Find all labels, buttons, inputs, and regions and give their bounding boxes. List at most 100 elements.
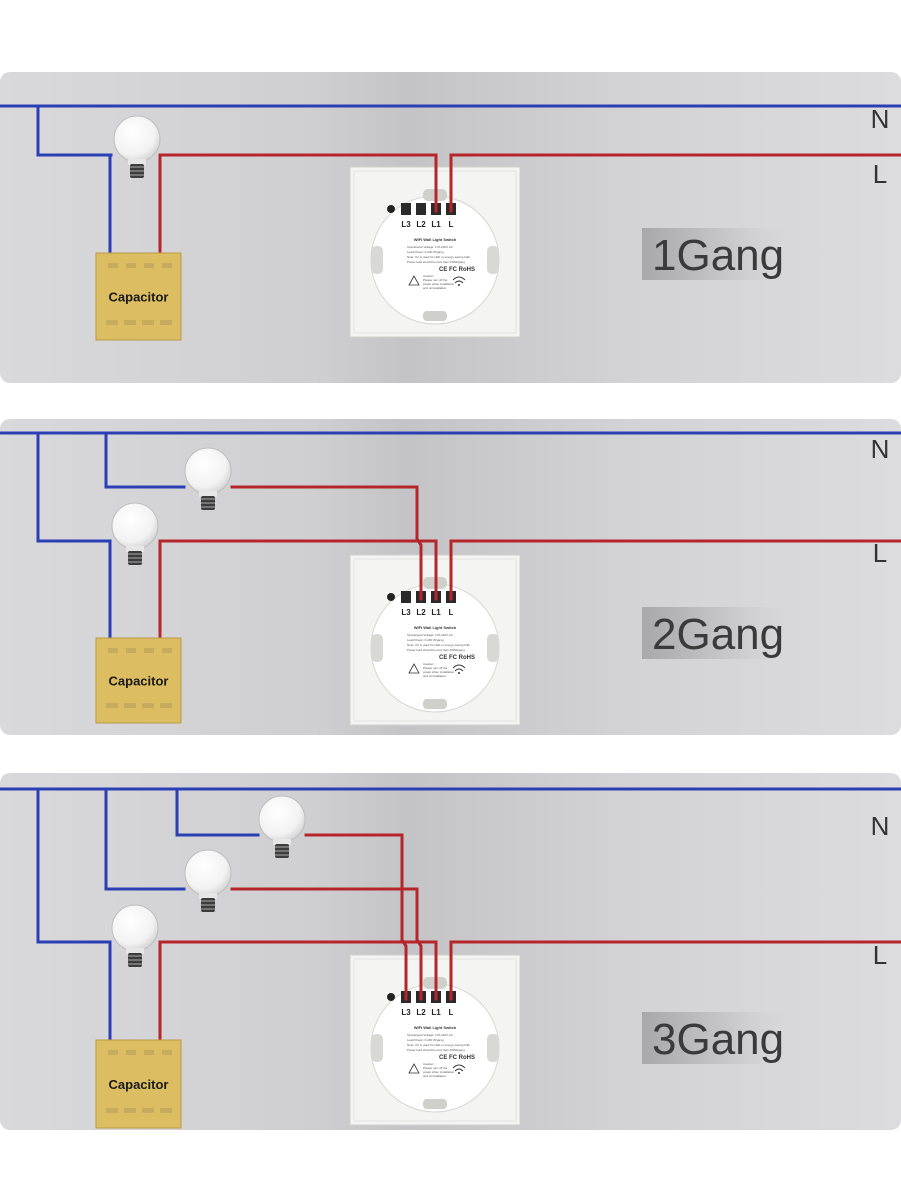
switched-wire-bulb-1	[158, 153, 438, 213]
gang-label: 2Gang	[652, 610, 784, 659]
clip	[371, 634, 383, 662]
wifi-icon	[452, 276, 466, 286]
switch-spec: Operational Voltage: 170-240V AC	[407, 1033, 454, 1037]
switch-spec: Load Power: 0-200 W/gang	[407, 1038, 444, 1042]
switch-title: WIFI Wall Light Switch	[414, 625, 457, 630]
live-wire	[449, 539, 901, 601]
live-label: L	[873, 538, 887, 568]
gang-label-bg	[642, 228, 792, 280]
wifi-icon	[452, 664, 466, 674]
neutral-wire-bulb-2	[104, 431, 186, 489]
cert-marks: CE FC RoHS	[439, 655, 475, 661]
cert-marks: CE FC RoHS	[439, 267, 475, 273]
warning-icon	[408, 275, 420, 286]
clip	[423, 699, 447, 709]
caution-text: power when installation	[423, 1070, 455, 1074]
capacitor-label: Capacitor	[109, 1077, 169, 1092]
neutral-wire-bulb-3	[175, 787, 260, 837]
cert-marks: CE FC RoHS	[439, 1055, 475, 1061]
screw-icon	[387, 993, 395, 1001]
caution-text: power when installation	[423, 282, 455, 286]
bulb-icon	[184, 447, 232, 510]
wifi-icon	[452, 1064, 466, 1074]
caution-text: and uninstallation	[423, 674, 447, 678]
capacitor: Capacitor	[95, 252, 182, 341]
clip	[487, 1034, 499, 1062]
screw-icon	[387, 593, 395, 601]
switch-spec: Note: If it is used for LED or energy sa…	[407, 255, 470, 259]
warning-icon	[408, 1063, 420, 1074]
terminal-label-l: L	[449, 608, 454, 617]
terminal-label-l1: L1	[431, 220, 441, 229]
neutral-label: N	[871, 811, 890, 841]
bulb-icon	[184, 849, 232, 912]
caution-text: Caution:	[423, 662, 434, 666]
terminal	[401, 591, 411, 603]
capacitor: Capacitor	[95, 1039, 182, 1129]
switch-spec: Note: If it is used for LED or energy sa…	[407, 643, 470, 647]
clip	[371, 1034, 383, 1062]
terminal	[416, 203, 426, 215]
terminal-label-l2: L2	[416, 1008, 426, 1017]
neutral-label: N	[871, 104, 890, 134]
clip	[423, 311, 447, 321]
switched-wire-bulb-1	[158, 539, 438, 601]
live-wire	[449, 153, 901, 213]
clip	[487, 634, 499, 662]
terminal-label-l1: L1	[431, 608, 441, 617]
capacitor-label: Capacitor	[109, 674, 169, 689]
switch-title: WIFI Wall Light Switch	[414, 1025, 457, 1030]
switch-spec: Operational Voltage: 170-240V AC	[407, 245, 454, 249]
neutral-label: N	[871, 434, 890, 464]
caution-text: and uninstallation	[423, 1074, 447, 1078]
neutral-wire-bulb-1	[36, 787, 111, 944]
bulb-icon	[111, 904, 159, 967]
switch-spec: Load Power: 0-200 W/gang	[407, 250, 444, 254]
neutral-wire-bulb-2	[104, 787, 186, 891]
terminal-label-l: L	[449, 1008, 454, 1017]
switched-wire-bulb-2	[230, 485, 423, 601]
live-label: L	[873, 159, 887, 189]
switched-wire-bulb-3	[304, 833, 408, 1001]
bulb-icon	[111, 502, 159, 565]
terminal	[401, 203, 411, 215]
switch-spec: Note: If it is used for LED or energy sa…	[407, 1043, 470, 1047]
capacitor-label: Capacitor	[109, 290, 169, 305]
switch-spec: Operational Voltage: 170-240V AC	[407, 633, 454, 637]
live-wire	[449, 940, 901, 1001]
caution-text: Caution:	[423, 1062, 434, 1066]
screw-icon	[387, 205, 395, 213]
live-label: L	[873, 940, 887, 970]
terminal-label-l3: L3	[401, 220, 411, 229]
switch-spec: Power load should be less than 100W/gang	[407, 648, 465, 652]
neutral-wire-bulb-1	[36, 431, 111, 543]
switch-spec: Power load should be less than 100W/gang	[407, 1048, 465, 1052]
caution-text: Please turn off the	[423, 278, 448, 282]
gang-label: 1Gang	[652, 231, 784, 280]
bulb-icon	[113, 115, 161, 178]
clip	[371, 246, 383, 274]
clip	[487, 246, 499, 274]
switched-wire-bulb-1	[158, 940, 438, 1001]
caution-text: power when installation	[423, 670, 455, 674]
caution-text: Please turn off the	[423, 1066, 448, 1070]
gang-label-bg	[642, 607, 792, 659]
capacitor: Capacitor	[95, 637, 182, 724]
terminal-label-l3: L3	[401, 1008, 411, 1017]
terminal-label-l2: L2	[416, 220, 426, 229]
warning-icon	[408, 663, 420, 674]
gang-label: 3Gang	[652, 1015, 784, 1064]
switch-spec: Load Power: 0-200 W/gang	[407, 638, 444, 642]
panel-2gang: L3 L2 L1 L WIFI Wall Light SwitchOperational…	[0, 419, 901, 735]
neutral-wire-bulb-1	[36, 104, 113, 157]
clip	[423, 1099, 447, 1109]
terminal-label-l2: L2	[416, 608, 426, 617]
switched-wire-bulb-2	[230, 887, 423, 1001]
terminal-label-l3: L3	[401, 608, 411, 617]
terminal-label-l: L	[449, 220, 454, 229]
caution-text: and uninstallation	[423, 286, 447, 290]
